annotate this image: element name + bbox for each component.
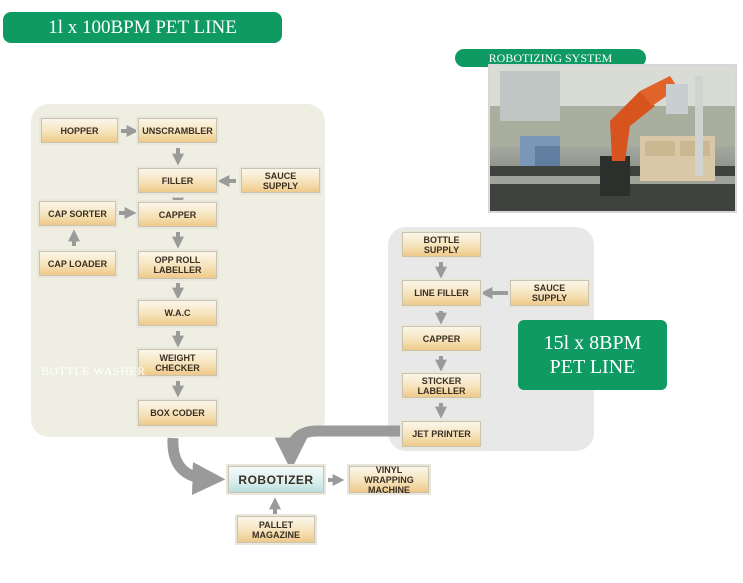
filler-box: FILLER xyxy=(136,166,219,195)
wac-label: W.A.C xyxy=(164,308,191,318)
unscrambler-label: UNSCRAMBLER xyxy=(142,125,213,136)
line1-sauce-supply-box: SAUCE SUPPLY xyxy=(239,166,322,195)
cap-loader-box: CAP LOADER xyxy=(37,249,118,278)
robot-caption-badge: ROBOTIZING SYSTEM xyxy=(455,49,646,67)
line2-capper-box: CAPPER xyxy=(400,324,483,353)
unscrambler-box: UNSCRAMBLER xyxy=(136,116,219,145)
robotizer-label: ROBOTIZER xyxy=(238,472,314,487)
line1-capper-label: CAPPER xyxy=(158,209,197,220)
opp-roll-labeller-box: OPP ROLL LABELLER xyxy=(136,249,219,281)
line1-capper-box: CAPPER xyxy=(136,200,219,229)
arrow-line2-robotizer xyxy=(274,425,400,471)
cap-sorter-label: CAP SORTER xyxy=(48,208,107,219)
line2-capper-label: CAPPER xyxy=(422,333,461,344)
arrow-line1-robotizer xyxy=(167,437,226,496)
opp-roll-labeller-label: OPP ROLL LABELLER xyxy=(153,255,202,275)
line2-title: 15l x 8BPM PET LINE xyxy=(543,332,642,378)
sticker-labeller-box: STICKER LABELLER xyxy=(400,371,483,400)
jet-printer-label: JET PRINTER xyxy=(412,429,471,439)
line1-title-badge: 1l x 100BPM PET LINE xyxy=(3,12,282,43)
pallet-magazine-box: PALLET MAGAZINE xyxy=(235,514,317,545)
bottle-supply-box: BOTTLE SUPPLY xyxy=(400,230,483,259)
sticker-labeller-label: STICKER LABELLER xyxy=(417,375,466,396)
box-coder-box: BOX CODER xyxy=(136,398,219,428)
hopper-box: HOPPER xyxy=(39,116,120,145)
line1-title: 1l x 100BPM PET LINE xyxy=(48,16,237,38)
jet-printer-box: JET PRINTER xyxy=(400,419,483,449)
vinyl-wrapping-machine-box: VINYL WRAPPING MACHINE xyxy=(347,464,431,495)
bottle-washer-watermark: BOTTLE WASHER xyxy=(41,364,146,378)
wac-box: W.A.C xyxy=(136,298,219,328)
bottle-supply-label: BOTTLE SUPPLY xyxy=(423,234,460,255)
line2-sauce-supply-box: SAUCE SUPPLY xyxy=(508,278,591,308)
line2-title-badge: 15l x 8BPM PET LINE xyxy=(518,320,667,390)
box-coder-label: BOX CODER xyxy=(150,408,205,418)
cap-loader-label: CAP LOADER xyxy=(47,258,108,269)
cap-sorter-box: CAP SORTER xyxy=(37,199,118,228)
line-filler-box: LINE FILLER xyxy=(400,278,483,308)
filler-label: FILLER xyxy=(161,175,194,186)
robotizer-box: ROBOTIZER xyxy=(226,464,326,495)
line2-sauce-supply-label: SAUCE SUPPLY xyxy=(531,283,568,303)
vinyl-wrapping-machine-label: VINYL WRAPPING MACHINE xyxy=(364,464,414,495)
weight-checker-label: WEIGHT CHECKER xyxy=(155,352,200,373)
robotizing-system-photo xyxy=(488,64,737,213)
robot-photo-illustration xyxy=(490,66,735,211)
robot-caption: ROBOTIZING SYSTEM xyxy=(488,50,613,65)
pallet-magazine-label: PALLET MAGAZINE xyxy=(252,519,300,540)
hopper-label: HOPPER xyxy=(60,125,99,136)
weight-checker-box: WEIGHT CHECKER xyxy=(136,347,219,378)
line-filler-label: LINE FILLER xyxy=(414,288,469,298)
line1-sauce-supply-label: SAUCE SUPPLY xyxy=(262,170,299,191)
